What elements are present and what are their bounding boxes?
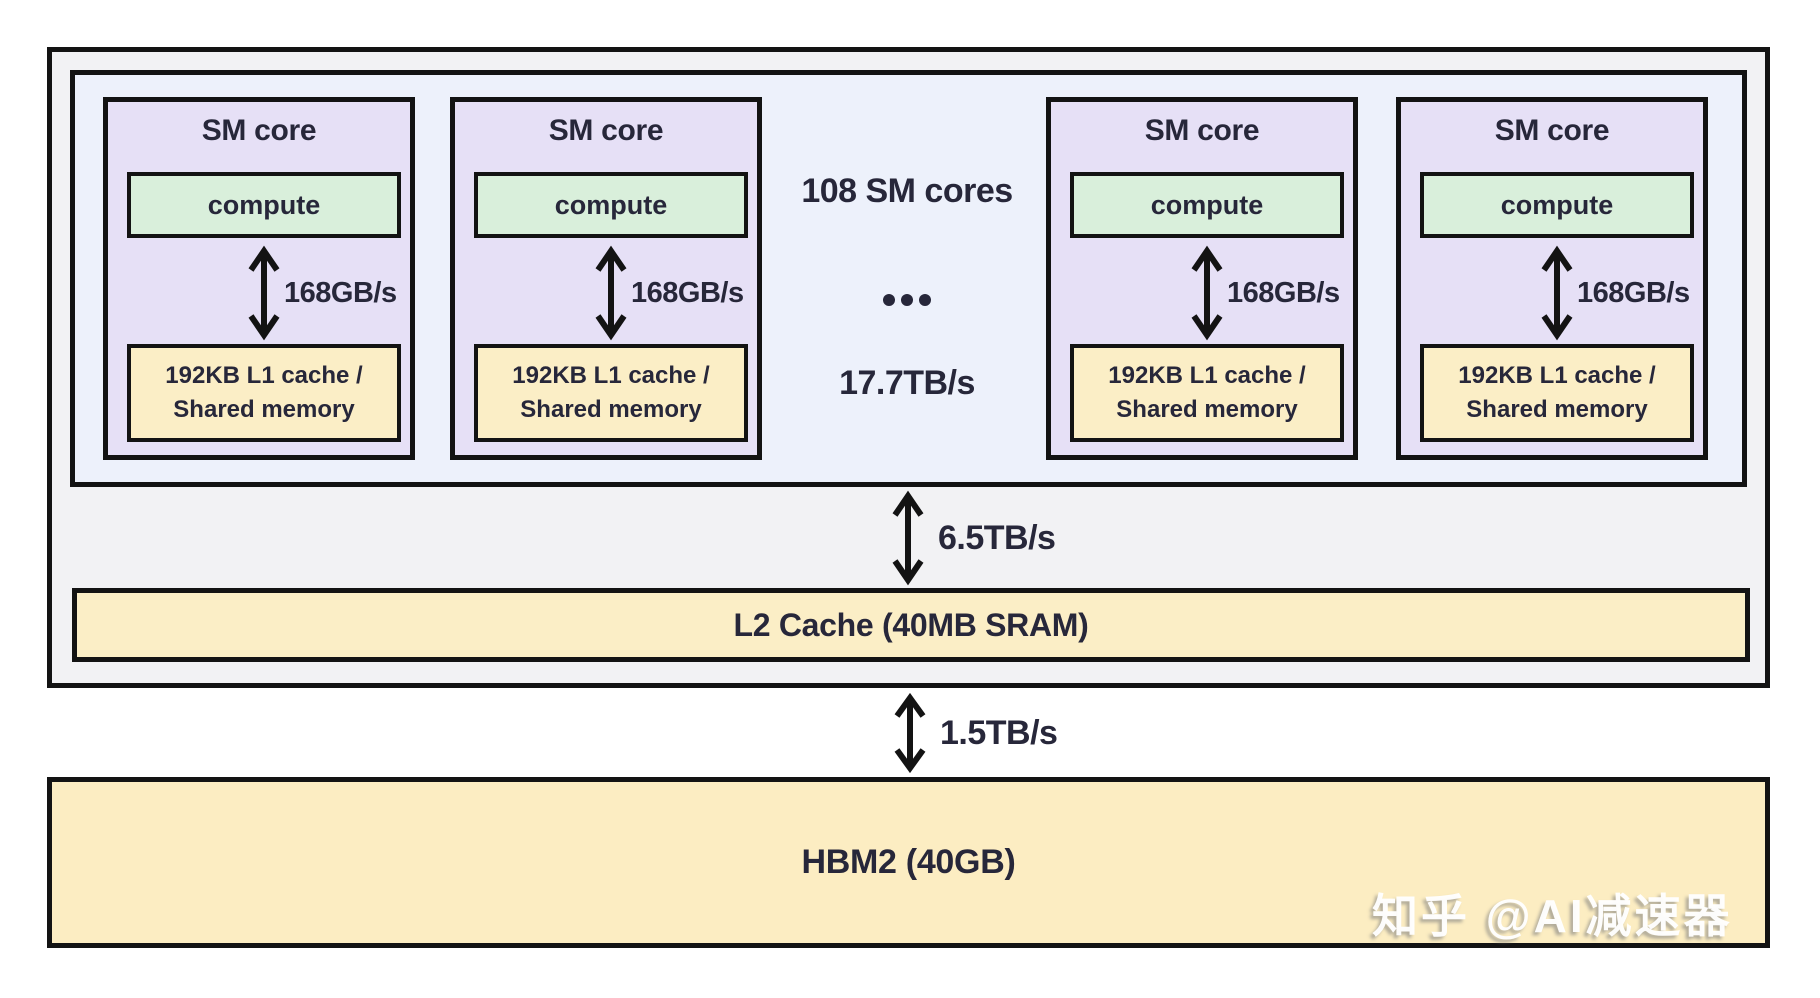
l1-cache-box: 192KB L1 cache / Shared memory <box>1070 344 1344 442</box>
sm-count-label: 108 SM cores <box>801 172 1013 210</box>
compute-box: compute <box>1420 172 1694 238</box>
hbm2-memory-bar: HBM2 (40GB) <box>47 777 1770 948</box>
l1-cache-box: 192KB L1 cache / Shared memory <box>474 344 748 442</box>
sm-core-title: SM core <box>1144 114 1260 147</box>
sm-core-box: SM core compute 168GB/s 192KB L1 cache /… <box>450 97 762 460</box>
hbm-bandwidth-label: 1.5TB/s <box>940 713 1058 752</box>
dot-icon <box>883 294 895 306</box>
l1-cache-box: 192KB L1 cache / Shared memory <box>1420 344 1694 442</box>
bidirectional-arrow-icon <box>595 245 627 341</box>
l1-cache-line1: 192KB L1 cache / <box>512 361 710 389</box>
compute-label: compute <box>554 189 668 220</box>
l1-cache-line1: 192KB L1 cache / <box>165 361 363 389</box>
compute-label: compute <box>207 189 321 220</box>
l2-cache-label: L2 Cache (40MB SRAM) <box>733 606 1089 643</box>
dot-icon <box>919 294 931 306</box>
sm-core-box: SM core compute 168GB/s 192KB L1 cache /… <box>103 97 415 460</box>
l1-cache-box: 192KB L1 cache / Shared memory <box>127 344 401 442</box>
sm-core-title: SM core <box>1494 114 1610 147</box>
l1-bandwidth-label: 168GB/s <box>1577 276 1690 309</box>
l1-cache-line1: 192KB L1 cache / <box>1108 361 1306 389</box>
l1-cache-line1: 192KB L1 cache / <box>1458 361 1656 389</box>
bidirectional-arrow-icon <box>894 692 926 774</box>
bidirectional-arrow-icon <box>892 490 924 586</box>
compute-box: compute <box>1070 172 1344 238</box>
l2-bandwidth-label: 6.5TB/s <box>938 518 1056 557</box>
dot-icon <box>901 294 913 306</box>
bidirectional-arrow-icon <box>1541 245 1573 341</box>
bidirectional-arrow-icon <box>1191 245 1223 341</box>
compute-label: compute <box>1150 189 1264 220</box>
sm-core-title: SM core <box>201 114 317 147</box>
l1-cache-line2: Shared memory <box>520 396 702 423</box>
compute-box: compute <box>127 172 401 238</box>
bidirectional-arrow-icon <box>248 245 280 341</box>
l2-cache-bar: L2 Cache (40MB SRAM) <box>72 588 1750 662</box>
hbm2-label: HBM2 (40GB) <box>801 843 1016 881</box>
l1-bandwidth-label: 168GB/s <box>631 276 744 309</box>
sm-core-box: SM core compute 168GB/s 192KB L1 cache /… <box>1396 97 1708 460</box>
l1-cache-line2: Shared memory <box>1466 396 1648 423</box>
sm-core-box: SM core compute 168GB/s 192KB L1 cache /… <box>1046 97 1358 460</box>
l1-cache-line2: Shared memory <box>173 396 355 423</box>
compute-box: compute <box>474 172 748 238</box>
ellipsis-dots <box>762 294 1052 306</box>
aggregate-bandwidth-label: 17.7TB/s <box>839 364 975 402</box>
compute-label: compute <box>1500 189 1614 220</box>
sm-core-title: SM core <box>548 114 664 147</box>
l1-bandwidth-label: 168GB/s <box>284 276 397 309</box>
watermark-text: 知乎 @AI减速器 <box>1372 890 1733 942</box>
l1-bandwidth-label: 168GB/s <box>1227 276 1340 309</box>
l1-cache-line2: Shared memory <box>1116 396 1298 423</box>
